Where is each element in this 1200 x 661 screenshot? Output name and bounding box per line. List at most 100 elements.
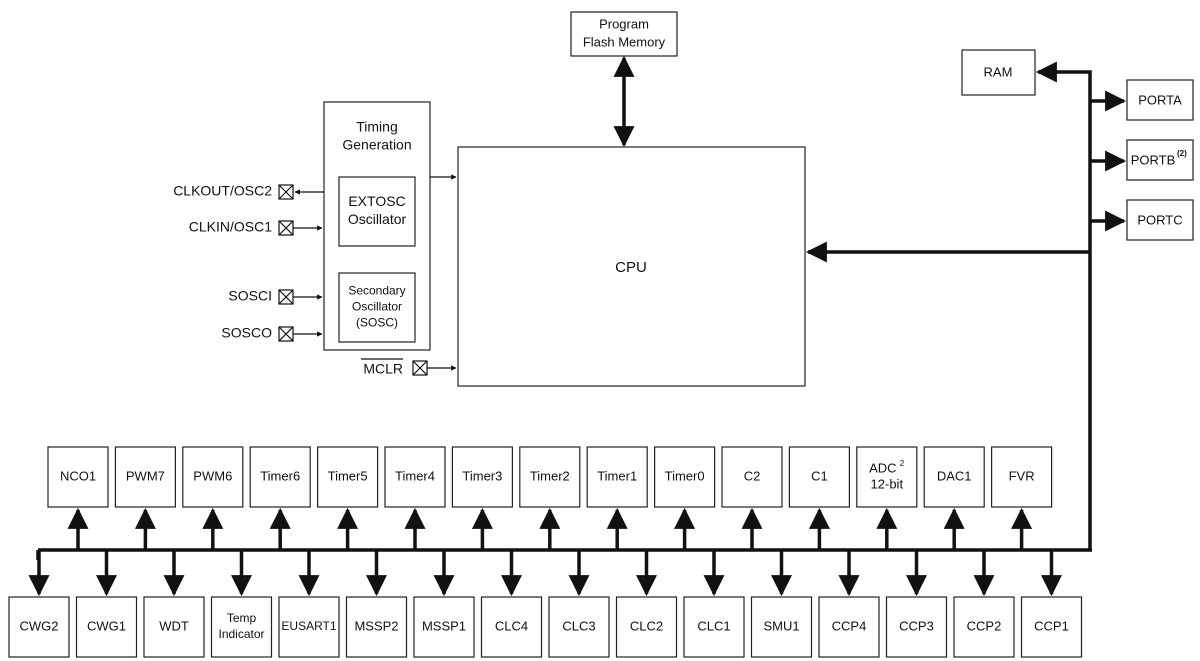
ram: RAM bbox=[961, 49, 1036, 96]
peripheral-clc3-box bbox=[548, 596, 610, 658]
peripheral-dac1-label: DAC1 bbox=[937, 468, 972, 483]
peripheral-wdt-label: WDT bbox=[159, 618, 189, 633]
pin-cross bbox=[278, 184, 294, 200]
timing-generation-label: Timing bbox=[356, 119, 398, 135]
pin-clkout-osc2 bbox=[278, 184, 294, 200]
peripheral-c1-box bbox=[788, 446, 851, 508]
port-porta: PORTA bbox=[1126, 79, 1194, 121]
peripheral-clc1-label: CLC1 bbox=[697, 618, 730, 633]
peripheral-pwm6: PWM6 bbox=[182, 446, 244, 508]
peripheral-clc3: CLC3 bbox=[548, 596, 610, 658]
peripheral-temp-indicator-label: Temp bbox=[227, 611, 257, 625]
peripheral-ccp4: CCP4 bbox=[818, 596, 880, 658]
pin-cross bbox=[412, 360, 428, 376]
ram-label: RAM bbox=[984, 64, 1013, 79]
peripheral-clc4-label: CLC4 bbox=[495, 618, 528, 633]
peripheral-ccp3-box bbox=[885, 596, 948, 658]
peripheral-timer4: Timer4 bbox=[384, 446, 446, 508]
peripheral-clc1: CLC1 bbox=[683, 596, 745, 658]
peripheral-fvr: FVR bbox=[990, 446, 1053, 508]
cpu: CPU bbox=[457, 146, 806, 387]
peripheral-adc-label: ADC bbox=[869, 460, 896, 475]
port-label: PORTB bbox=[1131, 152, 1176, 167]
program-flash-memory-label: Program bbox=[599, 16, 649, 31]
peripheral-ccp4-box bbox=[818, 596, 880, 658]
pin-clkin-osc1 bbox=[278, 220, 294, 236]
peripheral-mssp2-box bbox=[345, 596, 408, 658]
extosc-oscillator-box bbox=[338, 176, 416, 247]
peripheral-wdt: WDT bbox=[143, 596, 205, 658]
port-box bbox=[1126, 199, 1194, 241]
peripheral-mssp1-box bbox=[413, 596, 475, 658]
pin-cross bbox=[278, 220, 294, 236]
peripheral-clc2-label: CLC2 bbox=[630, 618, 663, 633]
peripheral-ccp1-box bbox=[1020, 596, 1083, 658]
peripheral-ccp3: CCP3 bbox=[885, 596, 948, 658]
peripheral-clc1-box bbox=[683, 596, 745, 658]
peripheral-temp-indicator-box bbox=[210, 596, 273, 658]
mclr-label: MCLR bbox=[363, 361, 403, 377]
ram-box bbox=[961, 49, 1036, 96]
secondary-oscillator-label: Secondary bbox=[348, 284, 405, 298]
peripheral-fvr-label: FVR bbox=[1009, 468, 1035, 483]
peripheral-nco1-label: NCO1 bbox=[60, 468, 96, 483]
peripheral-timer3: Timer3 bbox=[451, 446, 513, 508]
pin-label-sosci: SOSCI bbox=[228, 288, 272, 304]
peripheral-c2-box bbox=[721, 446, 783, 508]
peripheral-c1: C1 bbox=[788, 446, 851, 508]
peripheral-timer2-label: Timer2 bbox=[530, 468, 570, 483]
peripheral-cwg2-label: CWG2 bbox=[20, 618, 59, 633]
peripheral-adc-label: 12-bit bbox=[871, 476, 904, 491]
peripheral-nco1: NCO1 bbox=[47, 446, 109, 508]
peripheral-timer1: Timer1 bbox=[586, 446, 648, 508]
timing-generation-label: Generation bbox=[342, 137, 411, 153]
peripheral-eusart1-label: EUSART1 bbox=[281, 619, 336, 633]
peripheral-ccp2-box bbox=[953, 596, 1015, 658]
peripheral-timer5-label: Timer5 bbox=[328, 468, 368, 483]
port-box bbox=[1126, 139, 1194, 181]
extosc-oscillator-label: Oscillator bbox=[348, 211, 407, 227]
peripheral-clc2-box bbox=[615, 596, 678, 658]
peripheral-wdt-box bbox=[143, 596, 205, 658]
peripheral-timer3-box bbox=[451, 446, 513, 508]
peripheral-timer6-box bbox=[249, 446, 311, 508]
peripheral-cwg2-box bbox=[8, 596, 70, 658]
peripheral-pwm7-box bbox=[114, 446, 177, 508]
pin-box bbox=[278, 184, 294, 200]
port-label: PORTC bbox=[1137, 212, 1182, 227]
pin-mclr bbox=[412, 360, 428, 376]
peripheral-cwg1: CWG1 bbox=[75, 596, 138, 658]
pin-sosco bbox=[278, 326, 294, 342]
peripheral-cwg2: CWG2 bbox=[8, 596, 70, 658]
peripheral-timer1-box bbox=[586, 446, 648, 508]
secondary-oscillator-label: Oscillator bbox=[352, 300, 402, 314]
secondary-oscillator-box bbox=[338, 272, 416, 343]
peripheral-timer2: Timer2 bbox=[519, 446, 581, 508]
pin-label-sosco: SOSCO bbox=[221, 325, 272, 341]
program-flash-memory-label: Flash Memory bbox=[583, 34, 666, 49]
peripheral-c2-label: C2 bbox=[744, 468, 761, 483]
peripheral-mssp1-label: MSSP1 bbox=[422, 618, 466, 633]
port-box bbox=[1126, 79, 1194, 121]
peripheral-timer2-box bbox=[519, 446, 581, 508]
peripheral-clc3-label: CLC3 bbox=[562, 618, 595, 633]
peripheral-dac1-box bbox=[923, 446, 985, 508]
peripheral-pwm6-box bbox=[182, 446, 244, 508]
port-label: PORTA bbox=[1138, 92, 1182, 107]
peripheral-timer4-label: Timer4 bbox=[395, 468, 435, 483]
peripheral-timer4-box bbox=[384, 446, 446, 508]
peripheral-mssp2: MSSP2 bbox=[345, 596, 408, 658]
peripheral-timer6: Timer6 bbox=[249, 446, 311, 508]
peripheral-timer5: Timer5 bbox=[317, 446, 379, 508]
peripheral-ccp2: CCP2 bbox=[953, 596, 1015, 658]
adc-footnote: 2 bbox=[900, 459, 905, 468]
peripheral-timer0: Timer0 bbox=[653, 446, 716, 508]
port-portc: PORTC bbox=[1126, 199, 1194, 241]
peripheral-mssp1: MSSP1 bbox=[413, 596, 475, 658]
peripheral-pwm7-label: PWM7 bbox=[126, 468, 165, 483]
